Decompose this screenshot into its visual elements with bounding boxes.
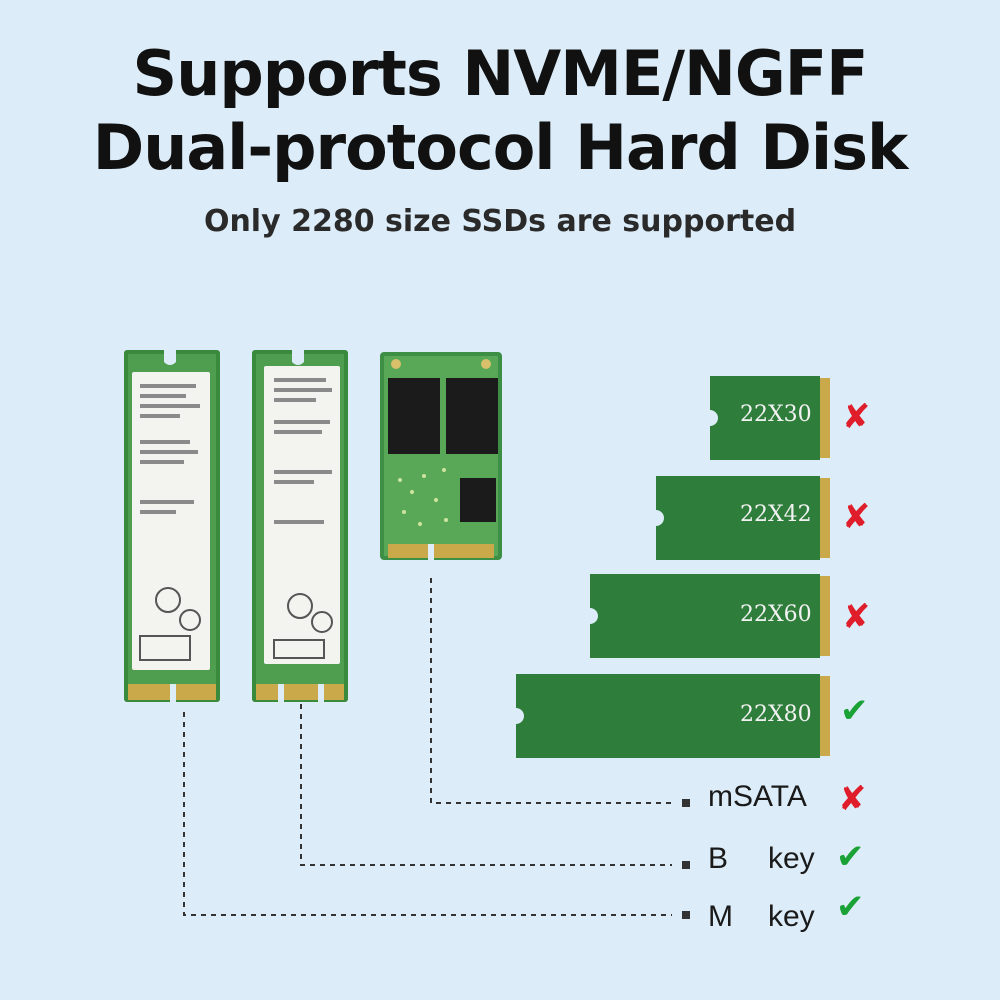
key-label-b-key: key	[768, 842, 815, 875]
size-board-22x42	[656, 476, 830, 560]
b-key-ssd-image	[252, 350, 348, 702]
cross-icon: ✘	[838, 779, 867, 819]
size-board-22x30	[710, 376, 830, 460]
cross-icon: ✘	[842, 497, 871, 537]
cross-icon: ✘	[842, 597, 871, 637]
size-label-22x60: 22X60	[740, 602, 812, 627]
check-icon: ✔	[840, 691, 869, 731]
msata-ssd-image	[380, 352, 502, 560]
key-label-b: B	[708, 842, 729, 875]
size-label-22x42: 22X42	[740, 502, 812, 527]
subtitle: Only 2280 size SSDs are supported	[203, 204, 797, 239]
check-icon: ✔	[836, 837, 865, 877]
size-board-22x60	[590, 574, 830, 658]
key-label-m-key: key	[768, 900, 815, 933]
headline-line-1: Supports NVME/NGFF	[132, 37, 869, 110]
key-label-msata: mSATA	[708, 780, 807, 813]
m-key-ssd-image	[124, 350, 220, 702]
cross-icon: ✘	[842, 397, 871, 437]
size-label-22x30: 22X30	[740, 402, 812, 427]
key-label-m: M	[708, 900, 733, 933]
size-board-22x80	[516, 674, 830, 758]
check-icon: ✔	[836, 887, 865, 927]
headline-line-2: Dual-protocol Hard Disk	[92, 111, 909, 184]
size-label-22x80: 22X80	[740, 702, 812, 727]
connector-lines	[183, 578, 672, 916]
